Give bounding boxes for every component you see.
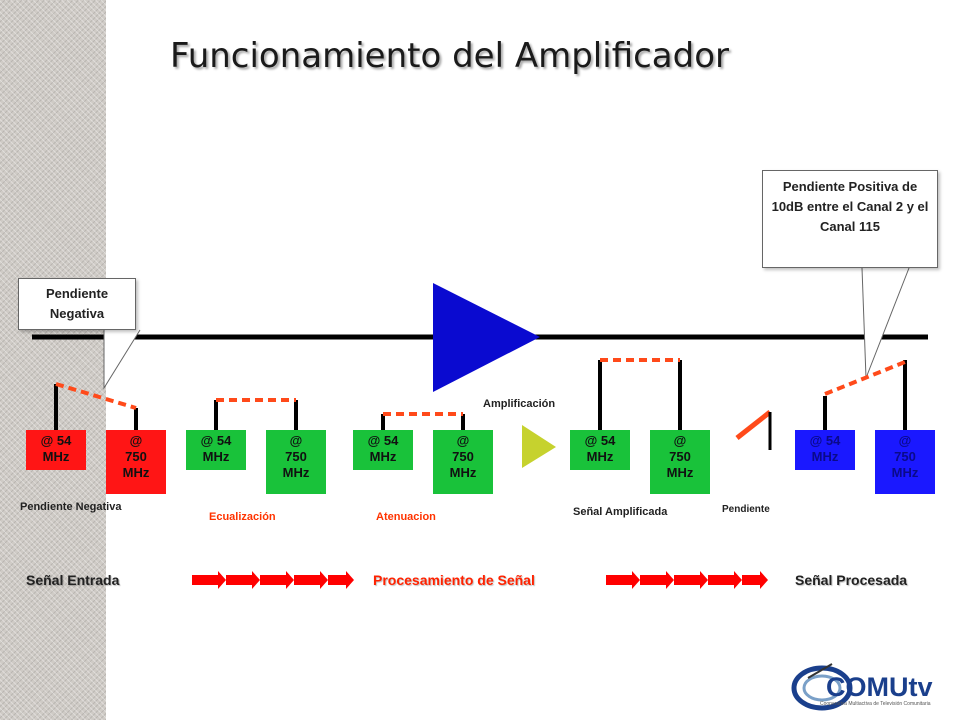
stage-senal-entrada: Señal Entrada [26, 572, 120, 588]
box-input-750: @ 750 MHz [106, 430, 166, 494]
amplification-symbol [522, 425, 556, 468]
callout-positive-text: Pendiente Positiva de 10dB entre el Cana… [771, 179, 929, 234]
stage-procesamiento: Procesamiento de Señal [373, 572, 535, 588]
box-input-54: @ 54 MHz [26, 430, 86, 470]
label-ecualizacion: Ecualización [209, 511, 276, 523]
arrows-right [606, 571, 768, 589]
box-out-54: @ 54 MHz [795, 430, 855, 470]
label-pendiente: Pendiente [722, 504, 770, 515]
arrows-left [192, 571, 354, 589]
callout-negative-text: Pendiente Negativa [45, 286, 109, 321]
slope-symbol-line [735, 410, 772, 440]
callout-negative-pointer [103, 329, 141, 390]
label-amplificacion: Amplificación [483, 398, 556, 410]
slope-input [55, 382, 137, 410]
callout-positive-slope: Pendiente Positiva de 10dB entre el Cana… [762, 170, 938, 268]
logo-mark-icon [791, 663, 853, 711]
box-att-750: @ 750 MHz [433, 430, 493, 494]
side-decoration-strip [0, 0, 106, 720]
box-att-54: @ 54 MHz [353, 430, 413, 470]
page-title: Funcionamiento del Amplificador [170, 36, 730, 76]
stage-senal-procesada: Señal Procesada [795, 572, 908, 588]
logo-subtitle: Cooperativa Multiactiva de Televisión Co… [820, 701, 931, 707]
label-pendiente-negativa: Pendiente Negativa [20, 501, 122, 513]
label-senal-amplificada: Señal Amplificada [573, 506, 668, 518]
box-amp-54: @ 54 MHz [570, 430, 630, 470]
label-atenuacion: Atenuacion [376, 511, 436, 523]
slope-output [824, 360, 906, 396]
box-out-750: @ 750 MHz [875, 430, 935, 494]
amplifier-triangle [433, 283, 540, 392]
box-eq-750: @ 750 MHz [266, 430, 326, 494]
box-eq-54: @ 54 MHz [186, 430, 246, 470]
callout-negative-slope: Pendiente Negativa [18, 278, 136, 330]
logo-name: COMUtv [826, 672, 933, 702]
box-amp-750: @ 750 MHz [650, 430, 710, 494]
